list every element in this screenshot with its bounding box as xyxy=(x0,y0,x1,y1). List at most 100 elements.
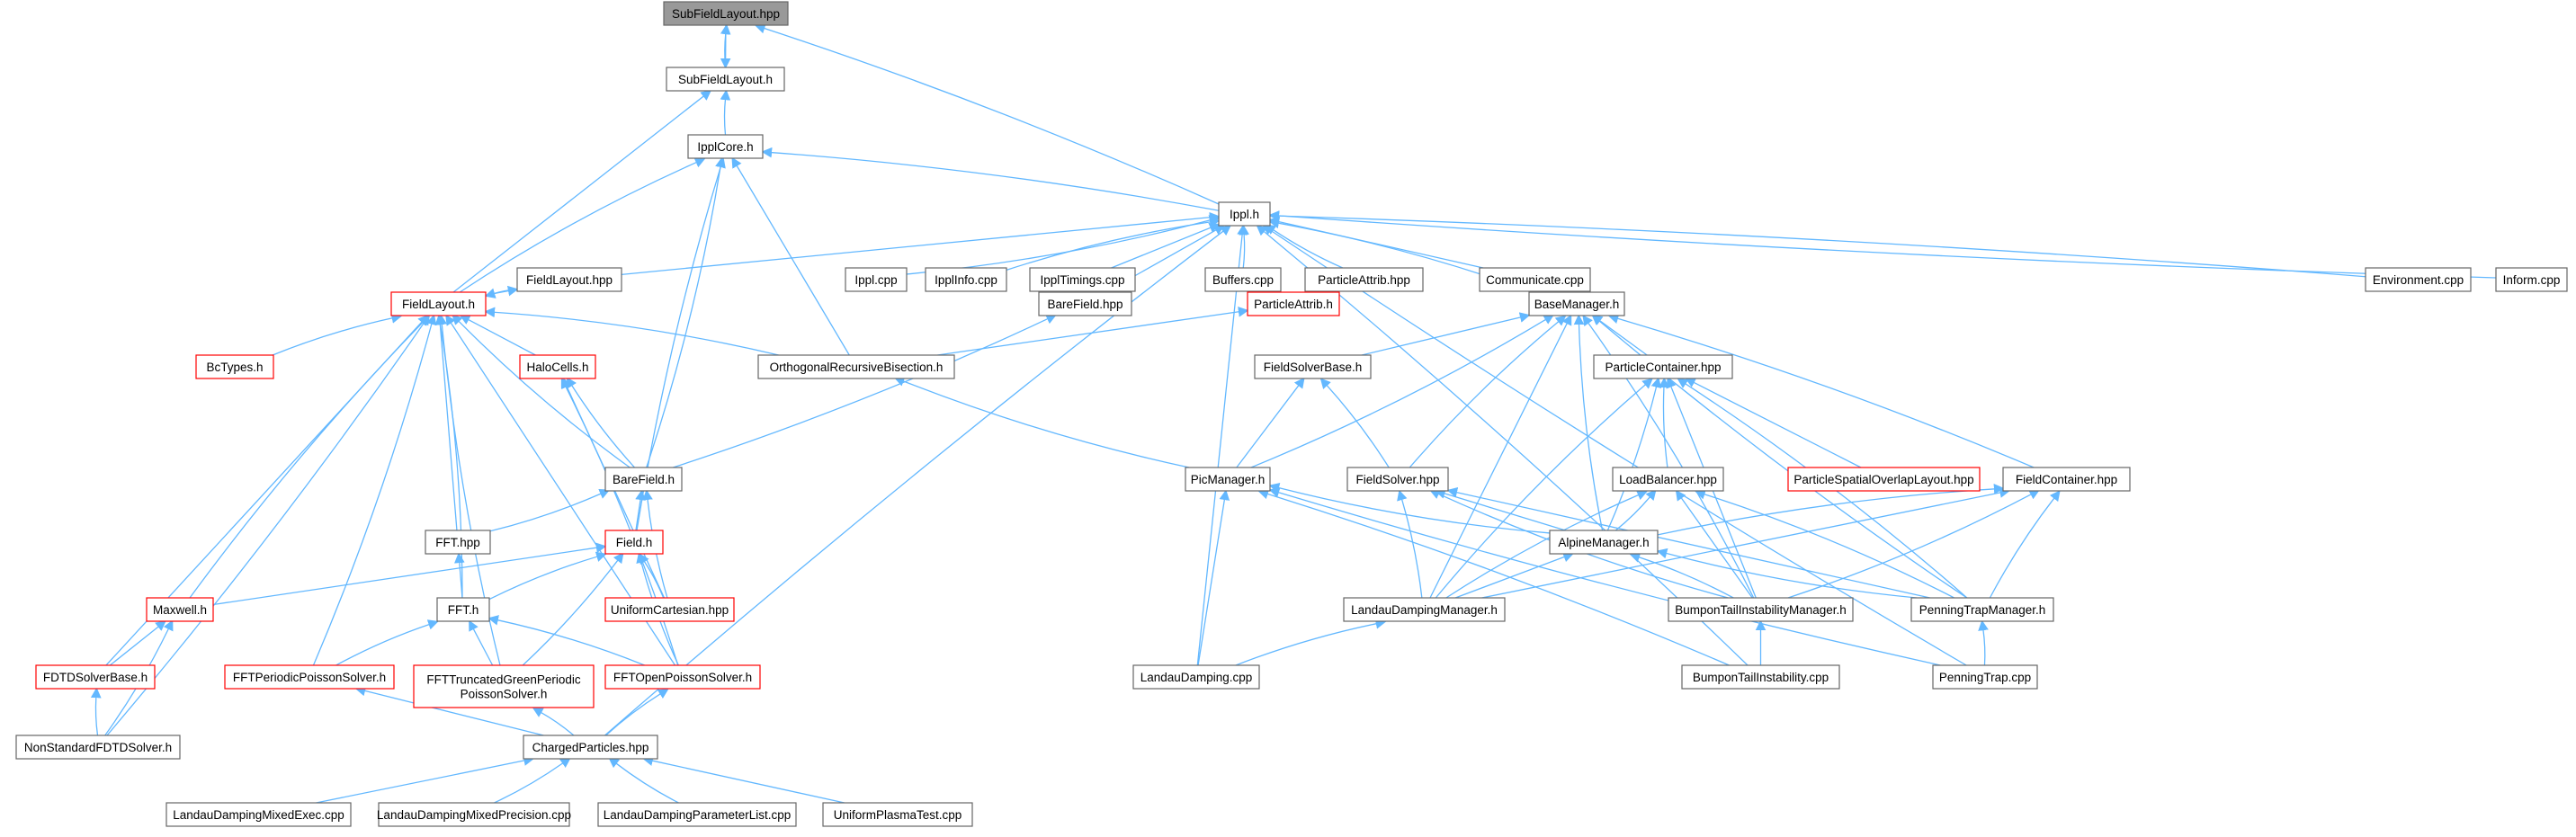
node-field[interactable]: Field.h xyxy=(604,530,664,555)
node-inform[interactable]: Inform.cpp xyxy=(2495,267,2568,292)
node-upt[interactable]: UniformPlasmaTest.cpp xyxy=(822,802,973,827)
node-ptm[interactable]: PenningTrapManager.h xyxy=(1910,597,2054,622)
node-maxwell[interactable]: Maxwell.h xyxy=(146,597,214,622)
edge-btim-to-alpine xyxy=(1629,552,1734,599)
edge-flh-to-sflh xyxy=(452,90,712,293)
node-fsb[interactable]: FieldSolverBase.h xyxy=(1254,354,1372,379)
node-flhpp[interactable]: FieldLayout.hpp xyxy=(516,267,622,292)
node-label: BareField.h xyxy=(613,473,675,486)
node-label: FieldSolverBase.h xyxy=(1264,361,1363,374)
node-box xyxy=(604,530,664,555)
node-nsfdtd[interactable]: NonStandardFDTDSolver.h xyxy=(15,735,181,760)
node-label: FieldContainer.hpp xyxy=(2016,473,2117,486)
edge-ffto-to-halo xyxy=(560,377,679,666)
node-bfh[interactable]: BareField.h xyxy=(604,467,683,492)
edge-flh-to-core xyxy=(459,157,706,293)
node-orb[interactable]: OrthogonalRecursiveBisection.h xyxy=(757,354,955,379)
node-psol[interactable]: ParticleSpatialOverlapLayout.hpp xyxy=(1787,467,1981,492)
edge-alpine-to-lbhpp xyxy=(1614,489,1657,531)
node-box xyxy=(1029,267,1136,292)
node-ldm[interactable]: LandauDampingManager.h xyxy=(1343,597,1506,622)
node-box xyxy=(604,664,761,690)
node-pchpp[interactable]: ParticleContainer.hpp xyxy=(1593,354,1733,379)
node-ffto[interactable]: FFTOpenPoissonSolver.h xyxy=(604,664,761,690)
node-ldmp[interactable]: LandauDampingMixedPrecision.cpp xyxy=(377,802,571,827)
node-pic[interactable]: PicManager.h xyxy=(1185,467,1271,492)
edge-ffth-to-field xyxy=(488,551,607,601)
node-ldme[interactable]: LandauDampingMixedExec.cpp xyxy=(165,802,352,827)
edge-ldm-to-fshpp xyxy=(1397,489,1423,599)
edge-timings-to-ippl xyxy=(1111,222,1221,269)
node-sflhpp[interactable]: SubFieldLayout.hpp xyxy=(663,1,789,26)
node-comm[interactable]: Communicate.cpp xyxy=(1479,267,1591,292)
node-flh[interactable]: FieldLayout.h xyxy=(390,291,487,316)
node-sflh[interactable]: SubFieldLayout.h xyxy=(666,67,785,92)
node-box xyxy=(757,354,955,379)
node-label: Maxwell.h xyxy=(153,603,207,617)
node-fshpp[interactable]: FieldSolver.hpp xyxy=(1346,467,1449,492)
edge-fchpp-to-bm xyxy=(1607,313,2035,468)
node-info[interactable]: IpplInfo.cpp xyxy=(925,267,1007,292)
edge-fshpp-to-bm xyxy=(1409,315,1567,468)
node-uc[interactable]: UniformCartesian.hpp xyxy=(604,597,735,622)
node-label: LandauDampingParameterList.cpp xyxy=(604,808,792,822)
node-btim[interactable]: BumponTailInstabilityManager.h xyxy=(1668,597,1854,622)
edge-ffth-to-ffthpp xyxy=(454,552,465,599)
node-cp[interactable]: ChargedParticles.hpp xyxy=(523,735,658,760)
node-box xyxy=(2495,267,2568,292)
node-box xyxy=(1343,597,1506,622)
node-btcpp[interactable]: BumponTailInstability.cpp xyxy=(1681,664,1840,690)
node-label: FFTPeriodicPoissonSolver.h xyxy=(233,671,386,684)
node-ippl[interactable]: Ippl.h xyxy=(1218,201,1271,227)
node-ipplcpp[interactable]: Ippl.cpp xyxy=(845,267,908,292)
node-env[interactable]: Environment.cpp xyxy=(2365,267,2472,292)
node-lbhpp[interactable]: LoadBalancer.hpp xyxy=(1612,467,1724,492)
edge-cp-to-ippl xyxy=(604,225,1231,736)
edge-btcpp-to-pic xyxy=(1257,488,1730,666)
node-label: AlpineManager.h xyxy=(1558,536,1649,549)
node-core[interactable]: IpplCore.h xyxy=(687,134,764,159)
node-ffth[interactable]: FFT.h xyxy=(436,597,490,622)
node-bm[interactable]: BaseManager.h xyxy=(1528,291,1625,316)
node-box xyxy=(925,267,1007,292)
edge-ptm-to-fshpp xyxy=(1446,486,1930,599)
node-box xyxy=(1612,467,1724,492)
edge-ldpl-to-cp xyxy=(608,757,679,804)
node-box xyxy=(2365,267,2472,292)
node-ffthpp[interactable]: FFT.hpp xyxy=(425,530,491,555)
node-box xyxy=(1132,664,1260,690)
node-bfhpp[interactable]: BareField.hpp xyxy=(1038,291,1132,316)
node-label: FDTDSolverBase.h xyxy=(43,671,148,684)
node-fftp[interactable]: FFTPeriodicPoissonSolver.h xyxy=(224,664,395,690)
edge-ptm-to-fchpp xyxy=(1989,490,2061,599)
node-ptcpp[interactable]: PenningTrap.cpp xyxy=(1932,664,2038,690)
node-pah[interactable]: ParticleAttrib.h xyxy=(1247,291,1340,316)
node-box xyxy=(604,467,683,492)
edge-bfh-to-bfhpp xyxy=(673,314,1057,468)
node-halo[interactable]: HaloCells.h xyxy=(519,354,596,379)
edge-bfh-to-core xyxy=(646,156,726,468)
node-label: FFT.h xyxy=(448,603,479,617)
node-ldpl[interactable]: LandauDampingParameterList.cpp xyxy=(597,802,797,827)
edge-ldm-to-fchpp xyxy=(1481,487,2010,599)
node-label: OrthogonalRecursiveBisection.h xyxy=(770,361,944,374)
edge-field-to-bfh xyxy=(635,489,646,531)
node-buffers[interactable]: Buffers.cpp xyxy=(1204,267,1282,292)
edge-nsfdtd-to-fdtd xyxy=(90,687,102,736)
node-pahpp[interactable]: ParticleAttrib.hpp xyxy=(1304,267,1424,292)
node-timings[interactable]: IpplTimings.cpp xyxy=(1029,267,1136,292)
node-label: IpplCore.h xyxy=(697,140,753,154)
node-box xyxy=(1549,530,1659,555)
node-ldcpp[interactable]: LandauDamping.cpp xyxy=(1132,664,1260,690)
node-label: ParticleContainer.hpp xyxy=(1605,361,1721,374)
node-alpine[interactable]: AlpineManager.h xyxy=(1549,530,1659,555)
node-bc[interactable]: BcTypes.h xyxy=(195,354,274,379)
edge-ffthpp-to-bfh xyxy=(489,488,611,532)
node-label: FFTOpenPoissonSolver.h xyxy=(613,671,752,684)
node-fdtd[interactable]: FDTDSolverBase.h xyxy=(35,664,156,690)
edge-cp-to-fftp xyxy=(354,685,544,736)
node-fchpp[interactable]: FieldContainer.hpp xyxy=(2002,467,2131,492)
edge-btim-to-pchpp xyxy=(1666,377,1757,599)
node-label: NonStandardFDTDSolver.h xyxy=(24,741,172,754)
